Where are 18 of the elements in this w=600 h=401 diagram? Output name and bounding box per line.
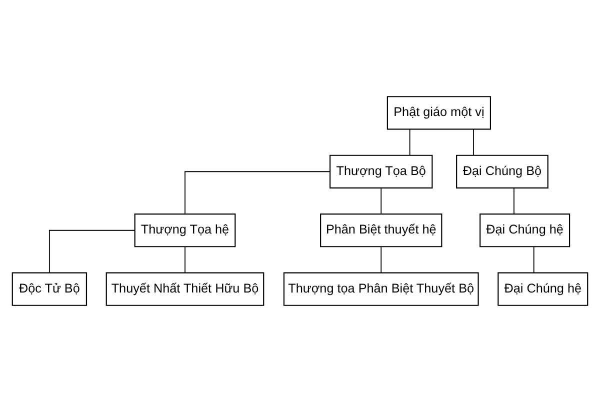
node-box: Thượng Tọa hệ [134, 213, 236, 247]
node-box: Đại Chúng hệ [480, 213, 570, 247]
connector [380, 246, 382, 273]
node-box: Độc Tử Bộ [12, 272, 88, 306]
connector [380, 187, 382, 214]
node-box: Thuyết Nhất Thiết Hữu Bộ [106, 272, 264, 306]
connector [533, 246, 534, 273]
node-box: Đại Chúng hệ [498, 272, 588, 306]
connector [184, 170, 330, 214]
connector [409, 128, 410, 156]
node-box: Phật giáo một vị [386, 96, 492, 130]
connector [473, 128, 474, 156]
node-box: Thượng tọa Phân Biệt Thuyết Bộ [283, 272, 479, 306]
connector [184, 246, 186, 273]
connector [48, 229, 135, 273]
node-box: Đại Chúng Bộ [456, 154, 548, 188]
node-box: Thượng Tọa Bộ [330, 154, 433, 188]
node-box: Phân Biệt thuyết hệ [320, 213, 442, 247]
